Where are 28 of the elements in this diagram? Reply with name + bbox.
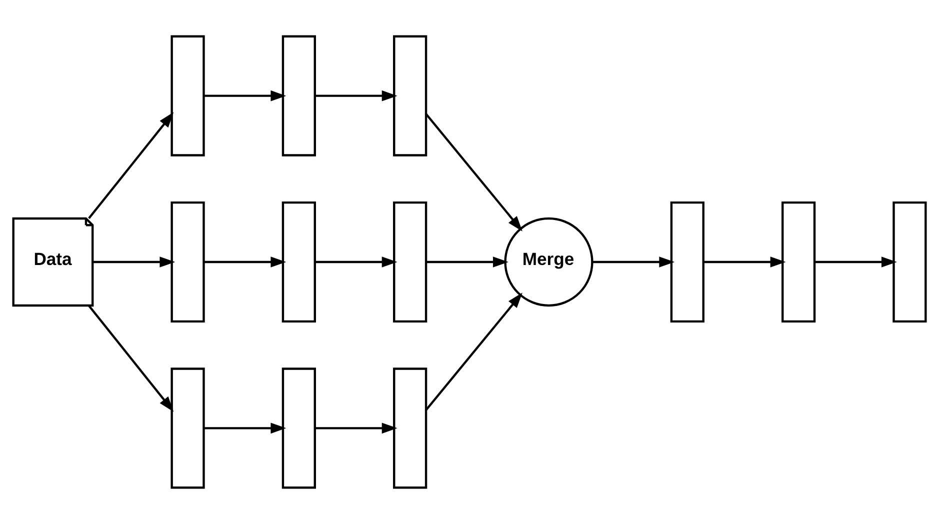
arrow — [204, 256, 286, 268]
node-bar — [282, 35, 316, 156]
node-bar — [393, 368, 428, 489]
arrow — [814, 256, 897, 268]
node-circle: Merge — [504, 217, 594, 307]
arrow — [315, 422, 398, 434]
node-bar — [781, 201, 816, 323]
node-bar — [170, 368, 205, 489]
arrow — [425, 292, 522, 411]
arrow — [88, 304, 174, 412]
arrow — [88, 112, 174, 220]
arrow — [92, 256, 176, 268]
node-bar — [282, 201, 316, 323]
arrow — [315, 90, 398, 102]
node-bar — [393, 35, 428, 156]
node-bar — [892, 201, 927, 323]
node-bar — [170, 201, 205, 323]
arrow — [426, 256, 508, 268]
arrow — [204, 90, 286, 102]
arrow — [592, 256, 675, 268]
arrow — [315, 256, 398, 268]
arrow — [425, 113, 522, 232]
arrow — [704, 256, 786, 268]
arrow — [204, 422, 286, 434]
node-bar — [170, 35, 205, 156]
node-bar — [670, 201, 704, 323]
node-bar — [282, 368, 316, 489]
node-bar — [393, 201, 428, 323]
